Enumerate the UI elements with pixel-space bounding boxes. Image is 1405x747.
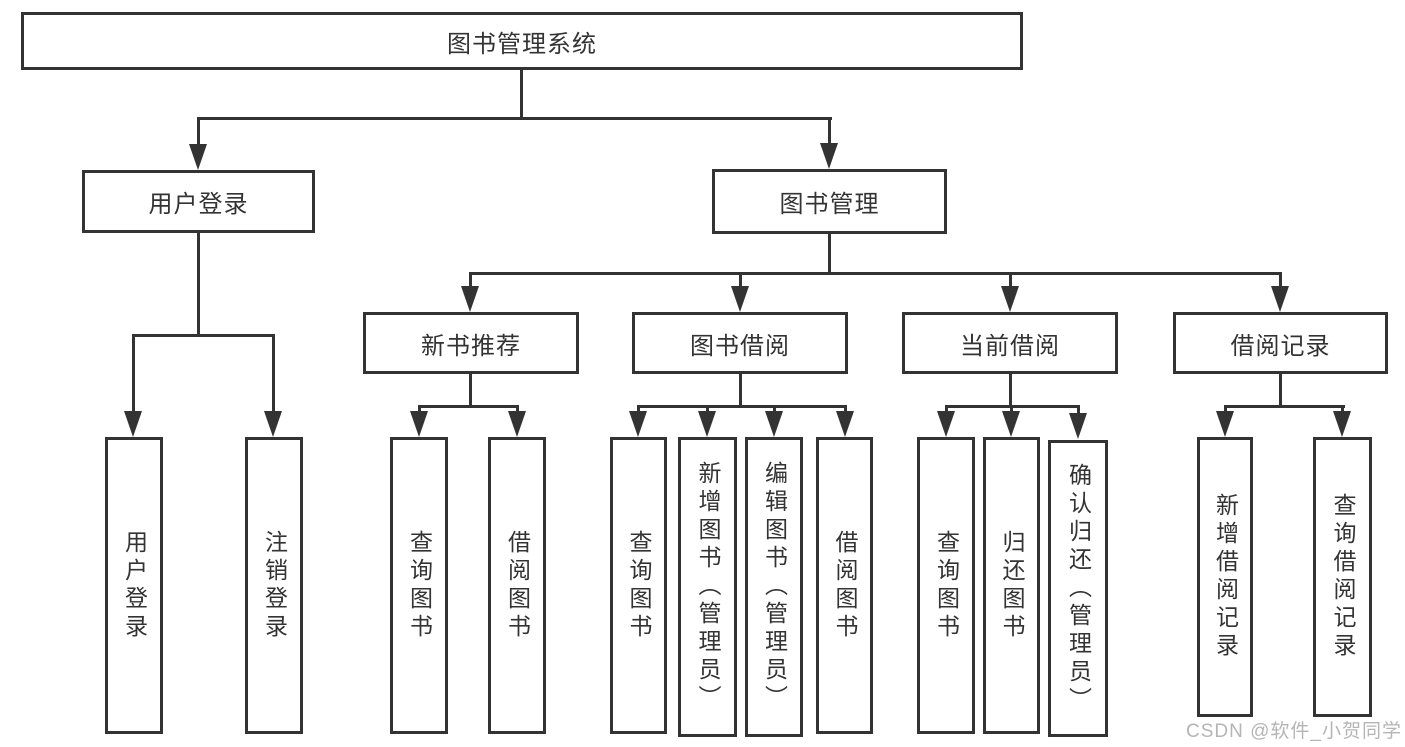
connector-line [132,334,135,413]
node-leaf-add-books-admin: 新增图书（管理员） [678,437,737,737]
arrow-down-icon [1271,286,1289,312]
connector-line [828,117,831,146]
node-leaf-edit-books-admin: 编辑图书（管理员） [745,437,803,737]
connector-line [1224,405,1227,413]
node-leaf-add-borrow-record: 新增借阅记录 [1197,437,1253,717]
node-leaf-user-login: 用户登录 [105,437,163,734]
node-leaf-query-books-3: 查询图书 [917,437,975,734]
arrow-down-icon [765,411,783,437]
node-leaf-return-books: 归还图书 [983,437,1040,734]
arrow-down-icon [836,411,854,437]
arrow-down-icon [820,143,838,169]
connector-line [197,117,200,146]
arrow-down-icon [731,286,749,312]
connector-line [132,334,275,337]
connector-line [1077,405,1080,415]
connector-line [1010,405,1013,413]
node-leaf-query-books-1: 查询图书 [390,437,448,734]
node-leaf-logout: 注销登录 [245,437,303,734]
connector-line [1009,272,1012,288]
node-book-management: 图书管理 [712,169,947,234]
arrow-down-icon [461,286,479,312]
csdn-watermark: CSDN @软件_小贺同学 [1186,721,1402,742]
arrow-down-icon [1001,286,1019,312]
arrow-down-icon [629,411,647,437]
connector-line [516,405,519,413]
connector-line [828,234,831,275]
arrow-down-icon [1069,413,1087,439]
connector-line [706,405,709,413]
connector-line [773,405,776,413]
connector-line [844,405,847,413]
connector-line [469,374,472,408]
connector-line [197,117,832,120]
node-current-borrow: 当前借阅 [902,312,1118,374]
connector-line [197,233,200,337]
arrow-down-icon [698,411,716,437]
connector-line [945,405,948,413]
connector-line [1279,272,1282,288]
connector-line [469,272,472,288]
node-root: 图书管理系统 [21,12,1023,70]
arrow-down-icon [937,411,955,437]
node-leaf-query-books-2: 查询图书 [610,437,667,734]
connector-line [637,405,847,408]
connector-line [272,334,275,413]
connector-line [739,272,742,288]
connector-line [520,70,523,119]
connector-line [739,374,742,408]
connector-line [418,405,421,413]
node-leaf-borrow-books-2: 借阅图书 [816,437,873,734]
connector-line [1341,405,1344,413]
connector-line [1224,405,1345,408]
arrow-down-icon [124,411,142,437]
connector-line [1279,374,1282,408]
node-leaf-query-borrow-record: 查询借阅记录 [1313,437,1372,717]
node-user-login: 用户登录 [82,170,315,233]
connector-line [418,405,519,408]
connector-line [469,272,1282,275]
node-leaf-borrow-books-1: 借阅图书 [488,437,546,734]
arrow-down-icon [1002,411,1020,437]
arrow-down-icon [1333,411,1351,437]
connector-line [637,405,640,413]
arrow-down-icon [189,144,207,170]
arrow-down-icon [264,411,282,437]
node-new-book-recommend: 新书推荐 [363,312,579,374]
arrow-down-icon [508,411,526,437]
arrow-down-icon [410,411,428,437]
node-book-borrow: 图书借阅 [632,312,848,374]
arrow-down-icon [1216,411,1234,437]
node-leaf-confirm-return-admin: 确认归还（管理员） [1048,440,1108,737]
node-borrow-records: 借阅记录 [1173,312,1388,374]
connector-line [1009,374,1012,408]
